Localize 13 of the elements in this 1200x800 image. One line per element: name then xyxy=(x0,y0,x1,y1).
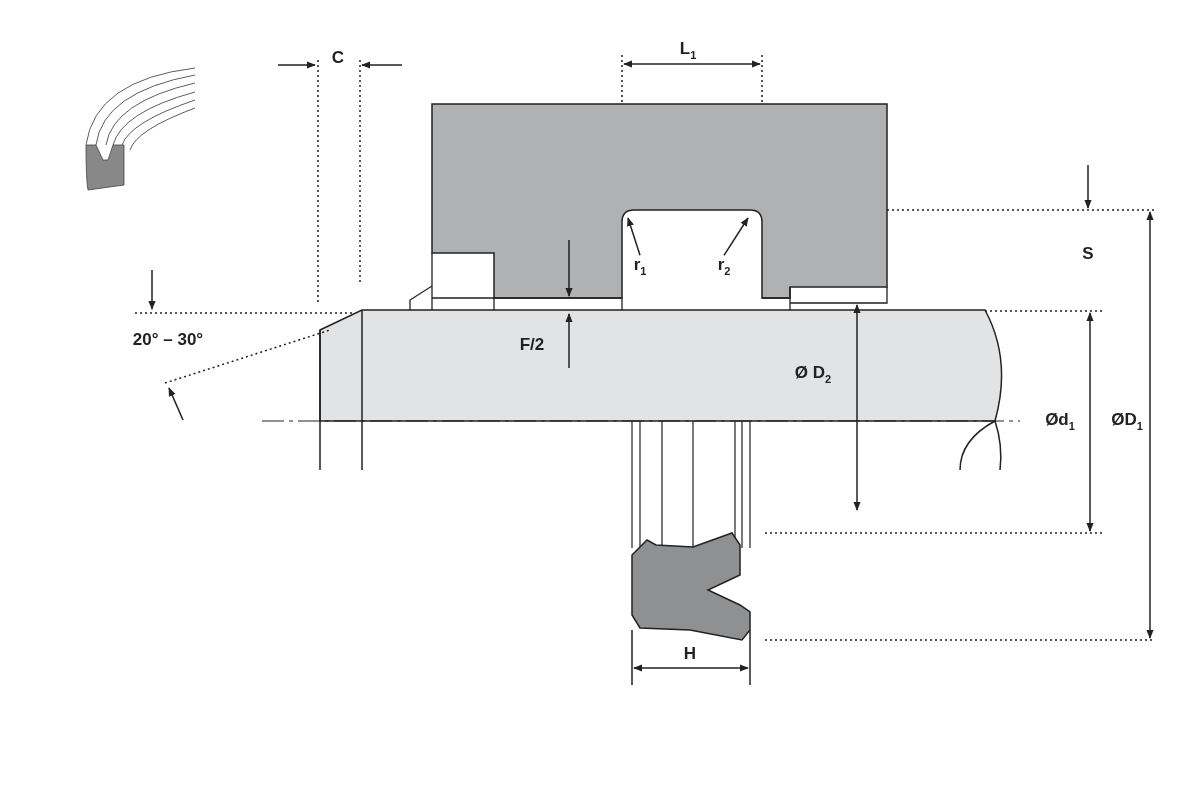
dimension-label: Ød$_{1}$ xyxy=(1045,410,1075,434)
radius-label: r$_{2}$ xyxy=(717,255,731,281)
radius-label: r$_{1}$ xyxy=(633,255,647,281)
leader-line xyxy=(723,217,749,257)
dimension-label: C xyxy=(331,48,345,68)
dimension-label: F/2 xyxy=(519,335,545,355)
dimension-label: 20° – 30° xyxy=(132,330,204,350)
dimension-label: ØD$_{1}$ xyxy=(1111,410,1143,434)
dimension-label: Ø D$_{2}$ xyxy=(794,363,832,387)
leader-line xyxy=(627,217,641,257)
dimension-label: S xyxy=(1082,244,1094,264)
dimension-label: H xyxy=(683,644,697,664)
dimension-label: L$_{1}$ xyxy=(679,39,697,63)
